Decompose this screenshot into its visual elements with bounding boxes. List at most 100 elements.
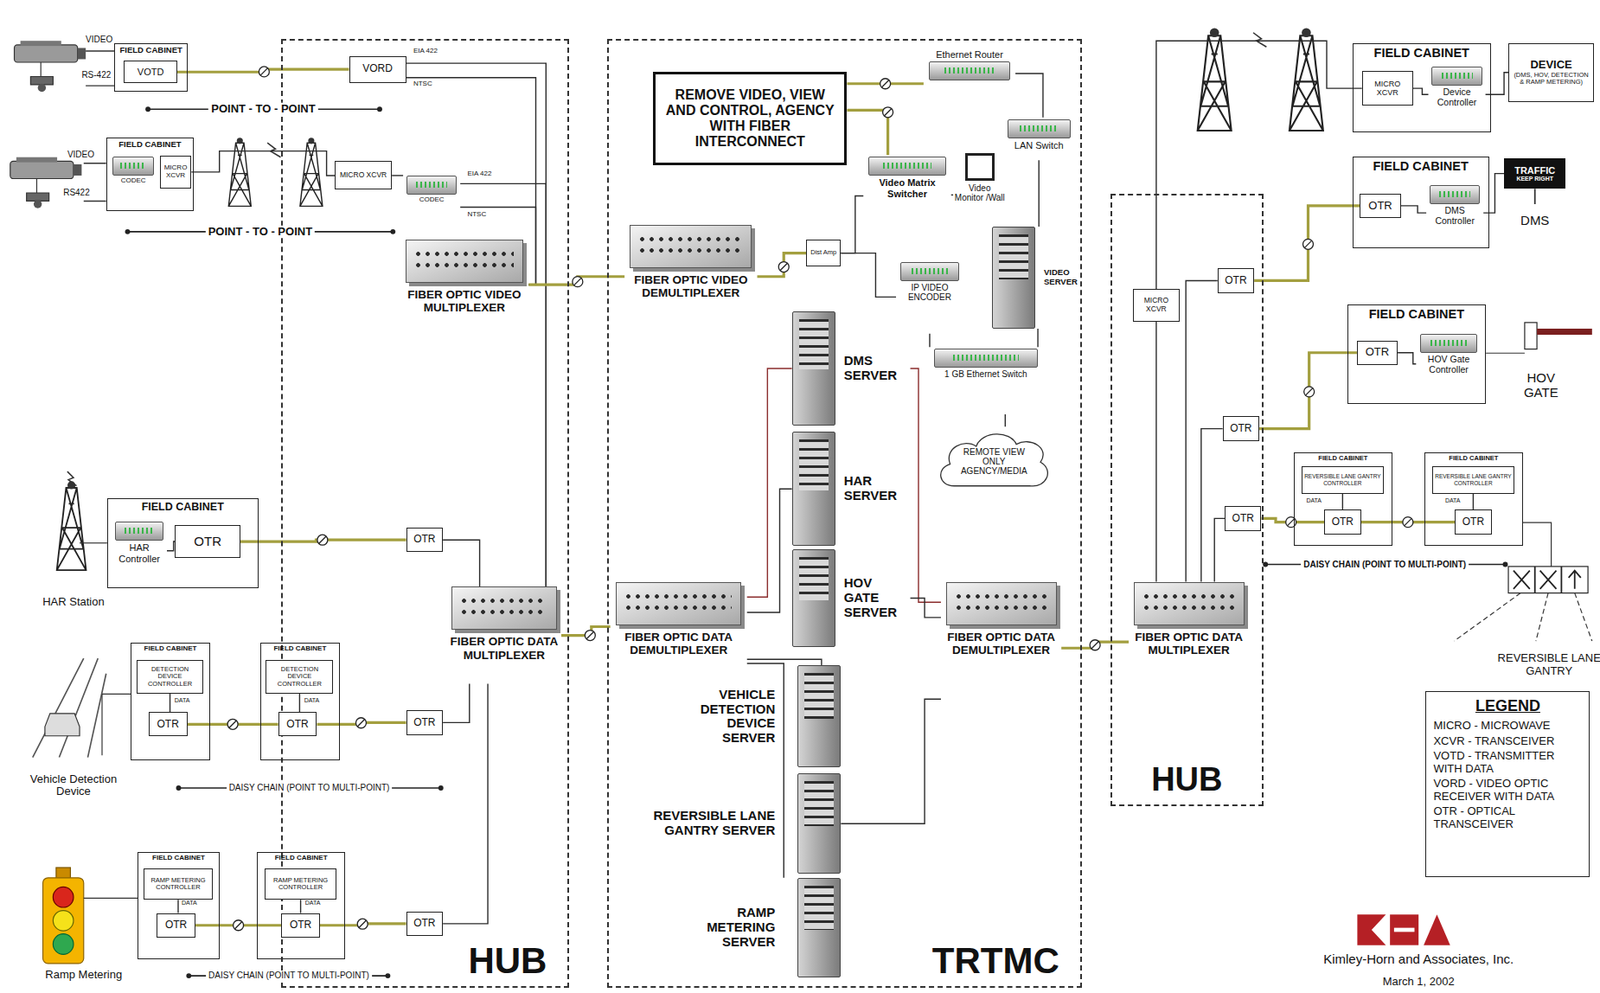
data-link bbox=[928, 333, 930, 347]
node-text: FIBER OPTIC VIDEO MULTIPLEXER bbox=[400, 288, 530, 314]
company-logo bbox=[1389, 914, 1419, 945]
device-box: OTR bbox=[1222, 416, 1260, 441]
device-box: OTR bbox=[148, 711, 188, 736]
data-link bbox=[442, 539, 480, 587]
gantry-frame bbox=[1508, 566, 1588, 594]
annotation-label: DATA bbox=[304, 697, 320, 704]
srv-icon bbox=[992, 226, 1036, 329]
node-text: FIELD CABINET bbox=[107, 140, 193, 150]
device-box: OTR bbox=[281, 913, 320, 938]
fiber-connector bbox=[357, 719, 365, 727]
multiplexer-unit: FIBER OPTIC VIDEO DEMULTIPLEXER bbox=[624, 224, 757, 329]
device-box: OTR bbox=[1224, 505, 1261, 531]
node-text: DEVICE bbox=[1512, 58, 1590, 72]
span-end bbox=[145, 106, 151, 112]
node-text: FIBER OPTIC DATA DEMULTIPLEXER bbox=[940, 630, 1062, 657]
device-box: REVERSIBLE LANE GANTRY CONTROLLER bbox=[1432, 466, 1514, 494]
fiber-connector bbox=[1089, 640, 1101, 651]
fiber-connector bbox=[584, 630, 596, 641]
data-link bbox=[1214, 518, 1225, 582]
server-unit: REVERSIBLE LANE GANTRY SERVER bbox=[627, 773, 842, 874]
data-link bbox=[191, 151, 335, 176]
srv-icon bbox=[792, 549, 836, 647]
fiber-connector bbox=[1091, 641, 1099, 649]
data-link bbox=[406, 63, 547, 587]
node-text: FIELD CABINET bbox=[131, 645, 210, 653]
node-text: REMOTE VIEW ONLY AGENCY/MEDIA bbox=[953, 447, 1036, 477]
node-text: OTR bbox=[1224, 275, 1247, 287]
multiplexer-unit: FIBER OPTIC DATA MULTIPLEXER bbox=[447, 586, 562, 684]
tower-icon bbox=[228, 137, 251, 206]
rack-icon bbox=[405, 239, 525, 283]
fiber-connector bbox=[880, 78, 891, 90]
fiber-connector bbox=[584, 630, 596, 641]
dev-icon bbox=[112, 156, 154, 176]
node-text: FIELD CABINET bbox=[1294, 454, 1391, 462]
node-text: MICRO XCVR bbox=[1135, 296, 1178, 314]
fiber-connector bbox=[1304, 386, 1315, 397]
device-box: RAMP METERING CONTROLLER bbox=[143, 868, 213, 901]
node-text: Dist Amp bbox=[810, 249, 837, 256]
node-text: LEGEND bbox=[1433, 697, 1582, 715]
node-text: FIELD CABINET bbox=[1353, 159, 1489, 173]
illustration bbox=[52, 886, 74, 908]
dev-icon bbox=[1429, 185, 1480, 205]
data-link bbox=[951, 194, 954, 196]
gantry-lanes bbox=[1454, 593, 1593, 641]
device-box: MICRO XCVR bbox=[1362, 70, 1414, 106]
tower-icon bbox=[300, 137, 323, 206]
rack-icon bbox=[451, 586, 557, 630]
device-unit: 1 GB Ethernet Switch bbox=[926, 346, 1045, 415]
node-text: FIELD CABINET bbox=[1348, 307, 1485, 321]
node-text: FIELD CABINET bbox=[138, 854, 218, 863]
data-link bbox=[1156, 40, 1363, 289]
node-text: FIELD CABINET bbox=[1353, 45, 1491, 60]
tower-icon bbox=[57, 480, 87, 570]
fiber-connector bbox=[233, 920, 244, 931]
data-link bbox=[300, 899, 301, 913]
rack-icon bbox=[1133, 582, 1245, 626]
node-text: Video Monitor /Wall bbox=[953, 183, 1006, 203]
node-text: FIBER OPTIC DATA MULTIPLEXER bbox=[1128, 630, 1249, 657]
car-icon bbox=[44, 713, 80, 736]
device-box: OTR bbox=[278, 711, 318, 736]
fiber-connector bbox=[229, 720, 237, 728]
tower-icon bbox=[1289, 27, 1324, 131]
device-unit: HAR Controller bbox=[111, 519, 167, 582]
annotation-label: EIA 422 bbox=[413, 47, 438, 56]
srv-icon bbox=[797, 665, 841, 768]
node-text: OTR bbox=[286, 718, 308, 730]
annotation-label: HOV GATE bbox=[1507, 371, 1575, 401]
annotation-label: DATA bbox=[305, 899, 321, 907]
device-box: MICRO XCVR bbox=[1132, 288, 1180, 322]
data-link bbox=[177, 899, 179, 913]
fiber-connector bbox=[319, 536, 327, 544]
multiplexer-unit: FIBER OPTIC VIDEO MULTIPLEXER bbox=[400, 239, 530, 330]
annotation-label: Vehicle Detection Device bbox=[19, 773, 128, 799]
dev-icon bbox=[928, 61, 1010, 81]
device-box: OTR bbox=[406, 911, 443, 936]
device-box: OTR bbox=[1356, 340, 1398, 365]
fiber-connector bbox=[880, 78, 891, 90]
field-cabinet: FIELD CABINETHAR ControllerOTR bbox=[107, 498, 259, 589]
node-text: OTR - OPTICAL TRANSCEIVER bbox=[1433, 805, 1582, 831]
span-end bbox=[1503, 562, 1509, 568]
node-text: IP VIDEO ENCODER bbox=[896, 282, 964, 302]
gantry-wire bbox=[1523, 522, 1552, 567]
annotation-label: EIA 422 bbox=[467, 170, 492, 179]
node-text: MICRO XCVR bbox=[339, 171, 387, 180]
node-text: DETECTION DEVICE CONTROLLER bbox=[268, 665, 331, 688]
data-link bbox=[166, 541, 175, 551]
device-box: DETECTION DEVICE CONTROLLER bbox=[136, 659, 205, 694]
node-text: OTR bbox=[157, 718, 180, 730]
annotation-label: VIDEO bbox=[67, 149, 95, 160]
node-text: OTR bbox=[1331, 516, 1354, 528]
dev-icon bbox=[406, 175, 457, 195]
fiber-connector bbox=[357, 918, 368, 929]
data-link bbox=[1155, 321, 1157, 583]
annotation-label: VIDEO bbox=[85, 34, 113, 45]
device-box: RAMP METERING CONTROLLER bbox=[264, 868, 337, 901]
node-text: HUB bbox=[467, 940, 547, 981]
fiber-connector bbox=[260, 68, 268, 76]
server-unit: RAMP METERING SERVER bbox=[693, 877, 841, 979]
